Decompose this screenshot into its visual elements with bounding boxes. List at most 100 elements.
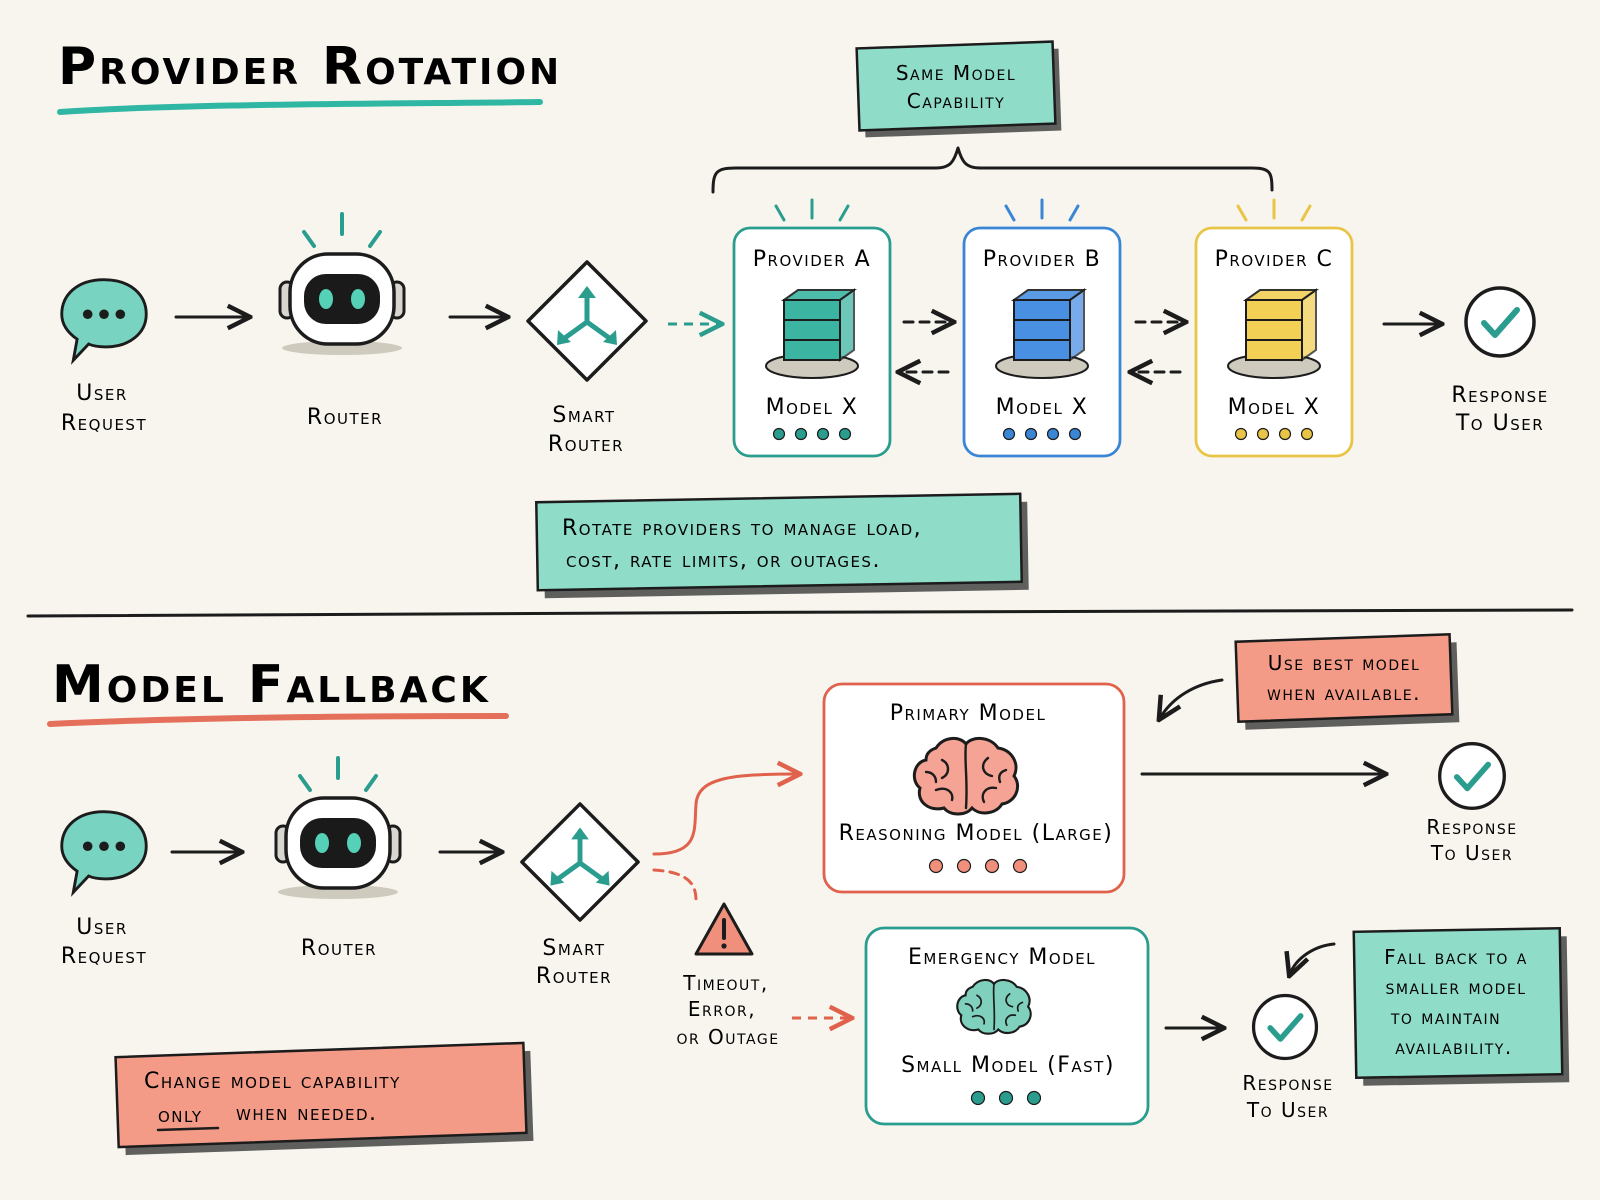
primary-model-subtitle: Reasoning Model (Large)	[839, 821, 1114, 846]
fallback-router-label: Router	[301, 936, 377, 961]
server-stack-icon	[765, 288, 859, 379]
brain-small-icon	[956, 978, 1032, 1035]
status-dot	[956, 858, 972, 874]
emergency-model-card: Emergency Model Small Model (Fast)	[864, 926, 1150, 1126]
failure-line2: Error,	[688, 997, 756, 1021]
status-dot	[816, 427, 830, 441]
rotation-user-request-line1: User	[76, 381, 128, 406]
sparkle	[838, 204, 850, 222]
change-note-only: only	[158, 1103, 203, 1128]
status-dot	[794, 427, 808, 441]
status-dot	[1234, 427, 1248, 441]
rotation-smart-router-line2: Router	[548, 432, 624, 457]
provider-model: Model X	[766, 395, 859, 420]
arrow-fallback-note	[1290, 942, 1336, 974]
fallback-note-line3: to maintain	[1390, 1005, 1501, 1029]
emergency-model-dots	[970, 1090, 1042, 1106]
robot-router-icon	[278, 212, 406, 357]
rotation-title: Provider Rotation	[58, 37, 562, 97]
capability-brace	[711, 146, 1274, 194]
change-note-rest: when needed.	[236, 1101, 378, 1126]
status-dot	[998, 1090, 1014, 1106]
emergency-response-line1: Response	[1242, 1071, 1333, 1095]
fallback-note-line1: Fall back to a	[1384, 945, 1528, 969]
fallback-title: Model Fallback	[52, 655, 491, 715]
capability-note-line1: Same Model	[896, 61, 1016, 85]
emergency-model-subtitle: Small Model (Fast)	[901, 1053, 1115, 1078]
rotate-note-line2: cost, rate limits, or outages.	[566, 548, 881, 573]
provider-name: Provider C	[1215, 247, 1334, 272]
only-underline	[156, 1126, 220, 1132]
warning-icon	[694, 902, 754, 956]
sparkle	[1068, 204, 1080, 222]
status-dot	[1024, 427, 1038, 441]
failure-dashed-path	[652, 868, 698, 902]
status-dot	[1026, 1090, 1042, 1106]
emergency-response-line2: To User	[1246, 1098, 1329, 1122]
provider-name: Provider B	[983, 247, 1101, 272]
provider-model: Model X	[1228, 395, 1321, 420]
primary-model-dots	[928, 858, 1028, 874]
smart-router-icon	[528, 262, 646, 380]
status-dot	[928, 858, 944, 874]
robot-router-icon-2	[274, 756, 402, 901]
change-capability-note: Change model capability only when needed…	[114, 1041, 534, 1156]
brain-large-icon	[912, 736, 1020, 816]
primary-response-line1: Response	[1426, 815, 1517, 839]
check-circle-icon-3	[1254, 996, 1317, 1059]
fallback-user-request-line1: User	[76, 915, 128, 940]
emergency-model-title: Emergency Model	[908, 945, 1096, 970]
server-stack-icon	[995, 288, 1089, 379]
status-dot	[1300, 427, 1314, 441]
rotation-smart-router-line1: Smart	[552, 403, 615, 428]
status-dot	[838, 427, 852, 441]
status-dot	[984, 858, 1000, 874]
provider-card-0: Provider A Model X	[732, 198, 892, 458]
speech-bubble-icon-2	[60, 810, 148, 894]
status-dot	[1012, 858, 1028, 874]
status-dot	[970, 1090, 986, 1106]
check-circle-icon	[1466, 288, 1534, 356]
fallback-smart-router-line2: Router	[536, 964, 612, 989]
arrow-to-primary-model	[652, 774, 798, 856]
change-note-line1: Change model capability	[144, 1069, 401, 1094]
rotate-note-line1: Rotate providers to manage load,	[562, 516, 922, 541]
rotation-response-line1: Response	[1451, 383, 1548, 408]
rotation-user-request-line2: Request	[61, 411, 147, 436]
rotation-router-label: Router	[307, 405, 383, 430]
speech-bubble-icon	[60, 278, 148, 362]
provider-card-2: Provider C Model X	[1194, 198, 1354, 458]
section-divider	[26, 608, 1574, 618]
smart-router-icon-2	[522, 804, 638, 920]
status-dot	[1256, 427, 1270, 441]
status-dot	[772, 427, 786, 441]
status-dot	[1046, 427, 1060, 441]
rotate-providers-note: Rotate providers to manage load, cost, r…	[534, 492, 1029, 599]
server-stack-icon	[1227, 288, 1321, 379]
sparkle	[774, 204, 786, 222]
best-note-line1: Use best model	[1268, 651, 1421, 675]
fallback-note: Fall back to a smaller model to maintain…	[1352, 926, 1570, 1086]
failure-line3: or Outage	[676, 1025, 779, 1049]
sparkle	[1004, 204, 1016, 222]
rotation-title-underline	[57, 99, 543, 115]
check-circle-icon-2	[1440, 744, 1505, 809]
status-dot	[1278, 427, 1292, 441]
fallback-note-line2: smaller model	[1385, 975, 1526, 999]
fallback-note-line4: availability.	[1395, 1035, 1512, 1059]
capability-note-line2: Capability	[907, 89, 1005, 113]
best-model-note: Use best model when available.	[1234, 632, 1460, 730]
capability-note: Same Model Capability	[855, 40, 1062, 138]
failure-line1: Timeout,	[682, 971, 768, 995]
rotation-response-line2: To User	[1455, 411, 1544, 436]
best-note-line2: when available.	[1267, 681, 1421, 705]
provider-name: Provider A	[753, 247, 871, 272]
primary-model-title: Primary Model	[890, 701, 1047, 726]
fallback-smart-router-line1: Smart	[542, 936, 605, 961]
fallback-user-request-line2: Request	[61, 944, 147, 969]
primary-response-line2: To User	[1430, 841, 1513, 865]
sparkle	[1300, 204, 1312, 222]
